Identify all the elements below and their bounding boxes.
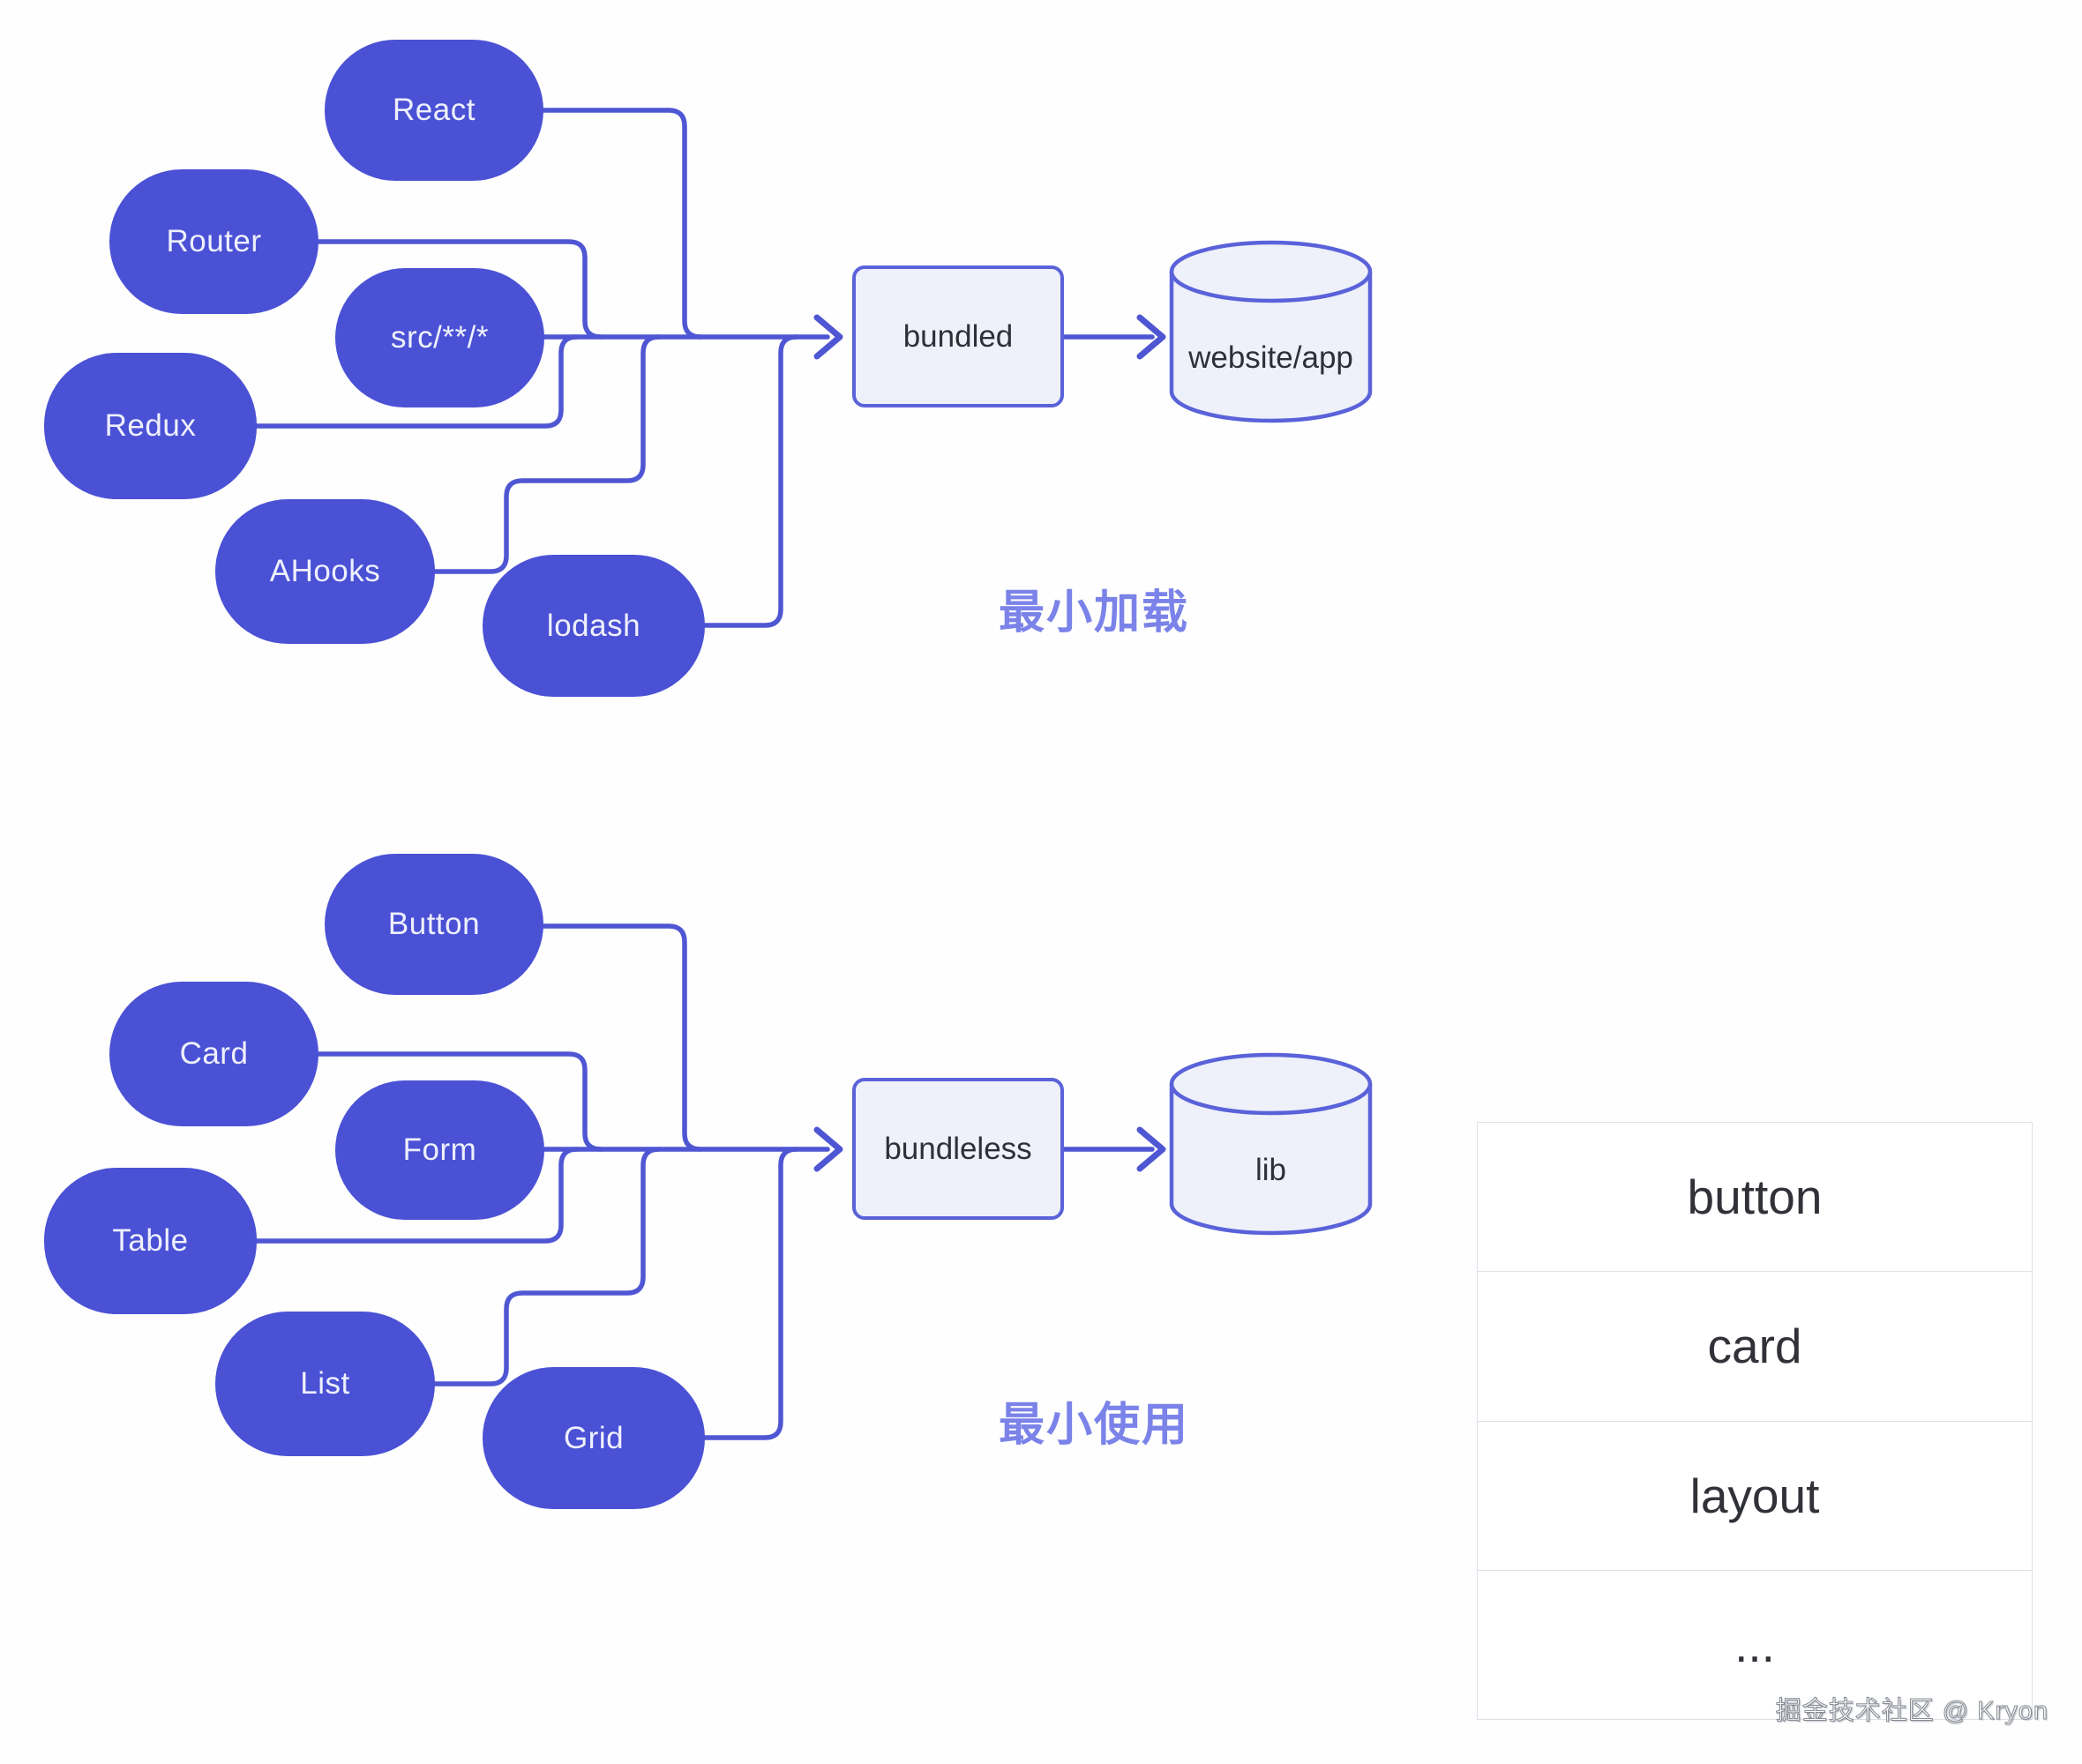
arrowhead-into-lib-icon — [1136, 1126, 1166, 1172]
lib-row-layout: layout — [1478, 1422, 2032, 1571]
arrowhead-into-website-icon — [1136, 314, 1166, 360]
node-card: Card — [109, 982, 318, 1126]
node-react: React — [325, 40, 543, 181]
node-grid: Grid — [483, 1367, 705, 1509]
arrowhead-into-bundleless-icon — [813, 1126, 843, 1172]
min-use-caption: 最小使用 — [998, 1400, 1189, 1451]
edge-button-bundleless — [539, 923, 703, 1152]
edge-table-bundleless — [254, 1147, 580, 1244]
lib-label: lib — [1254, 1153, 1287, 1187]
edge-card-bundleless — [316, 1051, 603, 1152]
node-router: Router — [109, 169, 318, 314]
node-button: Button — [325, 854, 543, 995]
min-load-caption: 最小加载 — [998, 587, 1189, 639]
edge-redux-bundled — [254, 334, 580, 429]
arrowhead-into-bundled-icon — [813, 314, 843, 360]
node-list: List — [215, 1312, 435, 1456]
node-redux: Redux — [44, 353, 257, 499]
edge-list-bundleless — [432, 1147, 662, 1387]
watermark: 掘金技术社区 @ Kryon — [1775, 1696, 2048, 1725]
node-src-glob: src/**/* — [335, 268, 544, 407]
node-table: Table — [44, 1168, 257, 1314]
edge-grid-bundleless — [702, 1147, 799, 1440]
node-form: Form — [335, 1080, 544, 1220]
edge-react-bundled — [539, 108, 703, 340]
bundled-box: bundled — [852, 265, 1064, 407]
edge-lodash-bundled — [702, 334, 799, 628]
node-ahooks: AHooks — [215, 499, 435, 644]
lib-row-ellipsis: ... — [1734, 1617, 1775, 1672]
lib-contents-table: button card layout ... — [1477, 1122, 2033, 1720]
edge-router-bundled — [316, 239, 603, 340]
node-lodash: lodash — [483, 555, 705, 697]
bundleless-box: bundleless — [852, 1078, 1064, 1220]
edge-ahooks-bundled — [432, 334, 662, 574]
website-app-cylinder — [1169, 240, 1373, 423]
lib-row-button: button — [1478, 1123, 2032, 1273]
lib-cylinder — [1169, 1052, 1373, 1236]
website-app-label: website/app — [1188, 340, 1353, 375]
lib-row-card: card — [1478, 1272, 2032, 1422]
